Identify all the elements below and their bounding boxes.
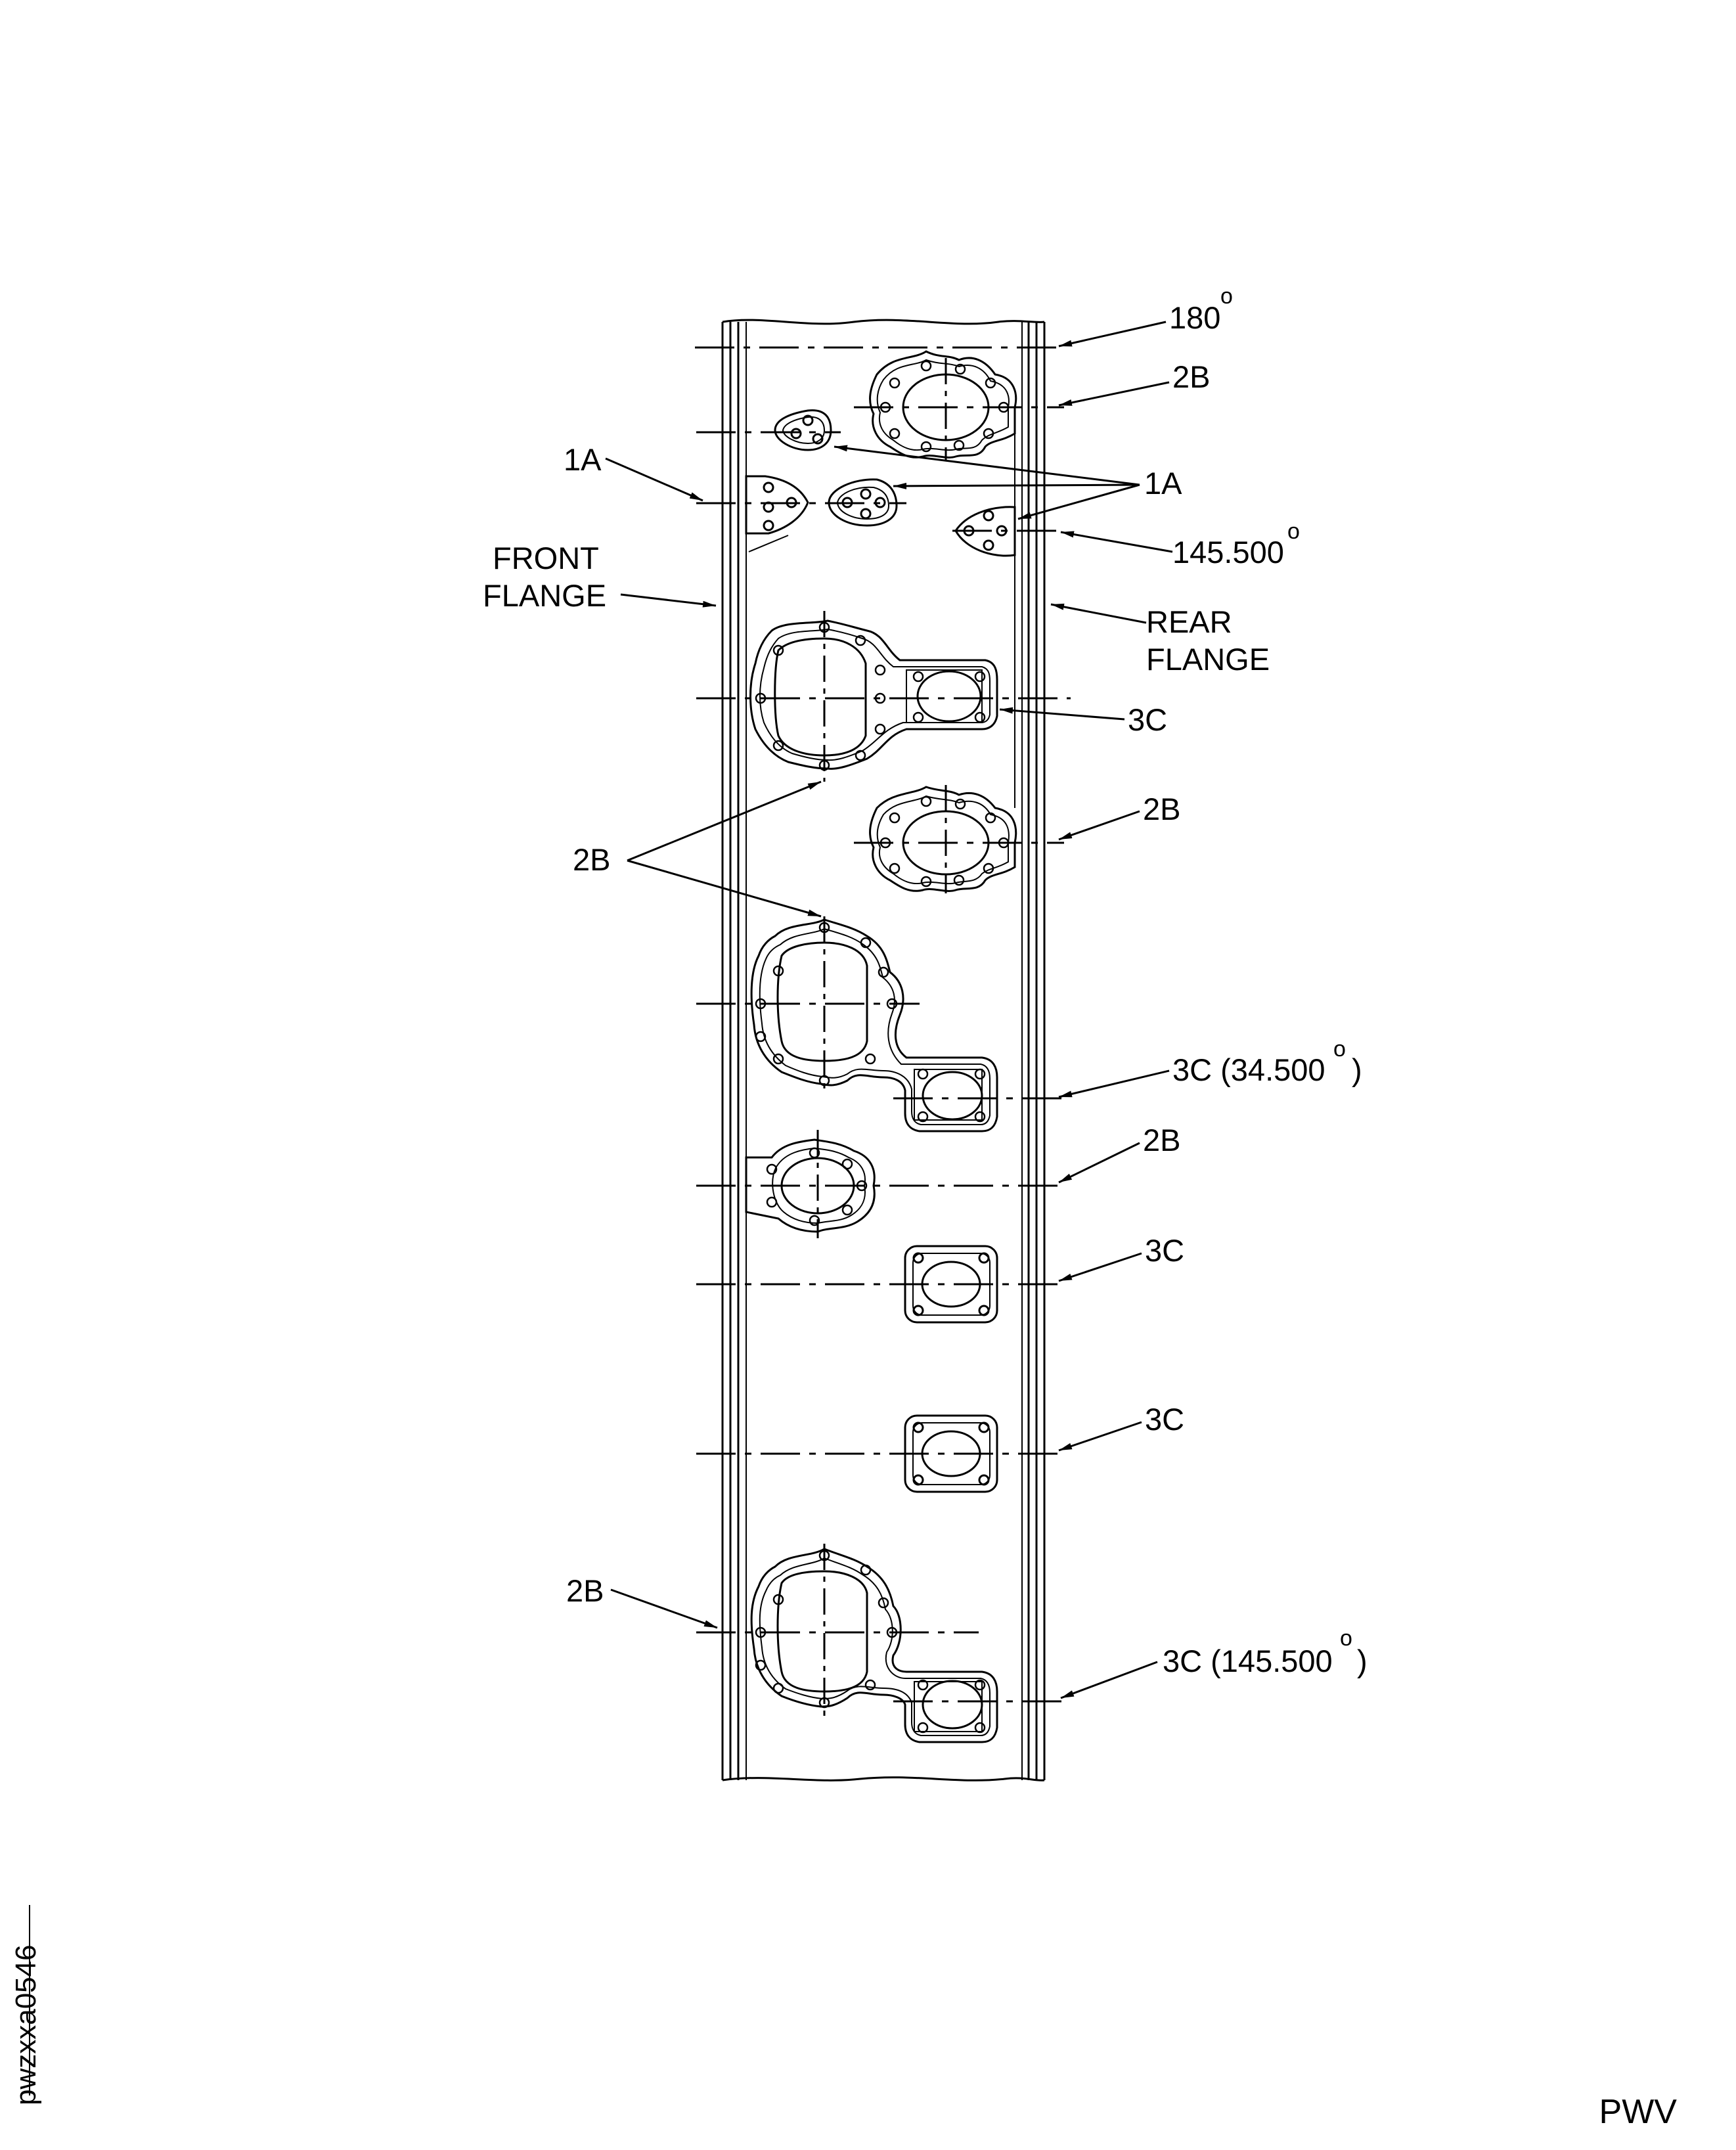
label-front-flange-1: FRONT (493, 541, 599, 575)
label-1a-left: 1A (564, 442, 602, 477)
label-3c-34-500-close: ) (1352, 1052, 1362, 1087)
leader-arrows (605, 321, 1173, 1699)
boss-1a-front-flange (745, 475, 809, 535)
boss-1a-small-top (774, 409, 832, 451)
boss-2b-top (869, 350, 1017, 460)
label-2b-left: 2B (573, 842, 611, 877)
boss-2b-3c-bottom (750, 1544, 998, 1743)
label-3c-145-500-close: ) (1357, 1644, 1368, 1678)
boss-2b-front-small (745, 1130, 876, 1238)
label-2b-bottom: 2B (566, 1573, 604, 1608)
label-rear-flange-1: REAR (1146, 604, 1232, 639)
case-panel (721, 319, 1046, 1781)
label-front-flange-2: FLANGE (483, 578, 606, 613)
centerlines (695, 346, 1071, 1703)
label-145-500: 145.500 (1172, 535, 1284, 570)
label-rear-flange-2: FLANGE (1146, 642, 1270, 677)
boss-2b-mid (869, 785, 1017, 893)
label-3c-b: 3C (1145, 1402, 1184, 1437)
label-3c-145-500-degree: o (1340, 1626, 1352, 1651)
label-3c-a: 3C (1145, 1233, 1184, 1268)
boss-2b-3c-lower (750, 916, 998, 1132)
label-1a-right: 1A (1144, 466, 1182, 501)
corner-mark: PWV (1599, 2093, 1677, 2131)
label-3c-34-500: 3C (34.500 (1172, 1052, 1325, 1087)
label-2b-mid: 2B (1143, 792, 1181, 826)
label-180: 180 (1169, 300, 1220, 335)
boss-3c-a (904, 1245, 998, 1324)
callout-labels: 180 o 2B 1A 1A 145.500 o FRONT FLANGE RE… (483, 284, 1368, 1678)
boss-2b-3c-upper (749, 611, 998, 782)
figure-id: pwzxxa0546 (10, 1944, 42, 2105)
figure-id-rule (29, 1905, 31, 2095)
label-180-degree: o (1220, 284, 1233, 309)
label-145-500-degree: o (1287, 519, 1300, 544)
label-3c-34-500-degree: o (1333, 1037, 1346, 1062)
label-3c-upper: 3C (1128, 702, 1167, 737)
boss-1a-rear (954, 506, 1016, 557)
label-2b-lower: 2B (1143, 1123, 1181, 1157)
boss-1a-mid (828, 478, 898, 527)
label-2b-top: 2B (1172, 359, 1211, 394)
label-3c-145-500: 3C (145.500 (1163, 1644, 1333, 1678)
boss-3c-b (904, 1414, 998, 1493)
